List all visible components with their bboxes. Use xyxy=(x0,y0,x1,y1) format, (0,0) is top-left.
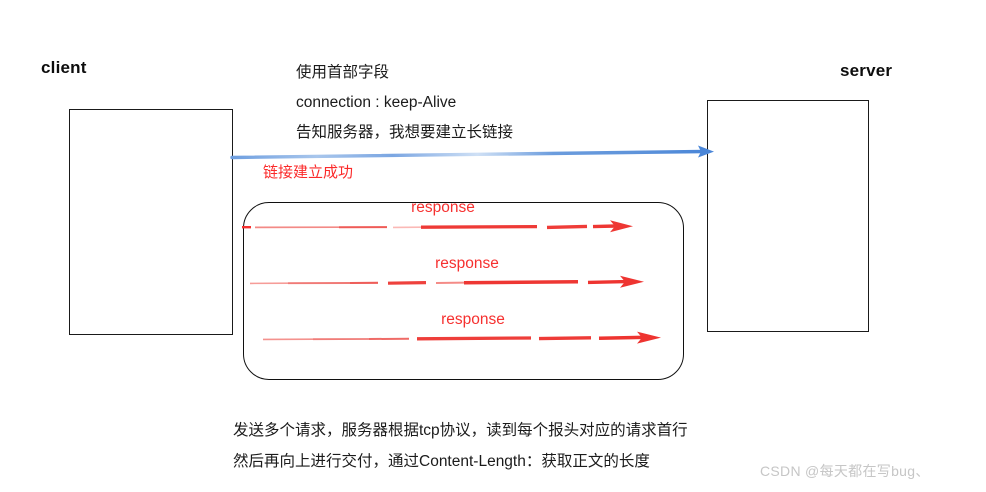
response-label-1: response xyxy=(411,199,475,216)
server-label: server xyxy=(840,61,893,80)
footer-note: 发送多个请求，服务器根据tcp协议，读到每个报头对应的请求首行 然后再向上进行交… xyxy=(233,415,688,477)
client-label: client xyxy=(41,58,87,77)
response-label-3: response xyxy=(441,311,505,328)
server-box xyxy=(707,100,869,332)
handshake-note-line-2: connection : keep-Alive xyxy=(296,94,457,111)
handshake-note-line-1: 使用首部字段 xyxy=(296,64,390,81)
footer-note-line-1: 发送多个请求，服务器根据tcp协议，读到每个报头对应的请求首行 xyxy=(233,422,688,439)
response-arrow-icon-1 xyxy=(242,220,633,233)
watermark: CSDN @每天都在写bug、 xyxy=(760,463,930,479)
connection-status-label: 链接建立成功 xyxy=(263,164,354,181)
response-group-box xyxy=(243,202,684,380)
response-arrow-icon-2 xyxy=(249,275,644,288)
response-arrow-icon-3 xyxy=(262,331,661,344)
footer-note-line-2: 然后再向上进行交付，通过Content-Length：获取正文的长度 xyxy=(233,453,650,470)
client-box xyxy=(69,109,233,335)
handshake-note-line-3: 告知服务器，我想要建立长链接 xyxy=(296,124,514,141)
keepalive-arrow-icon xyxy=(230,145,714,160)
response-label-2: response xyxy=(435,255,499,272)
handshake-note: 使用首部字段 connection : keep-Alive 告知服务器，我想要… xyxy=(296,58,513,148)
